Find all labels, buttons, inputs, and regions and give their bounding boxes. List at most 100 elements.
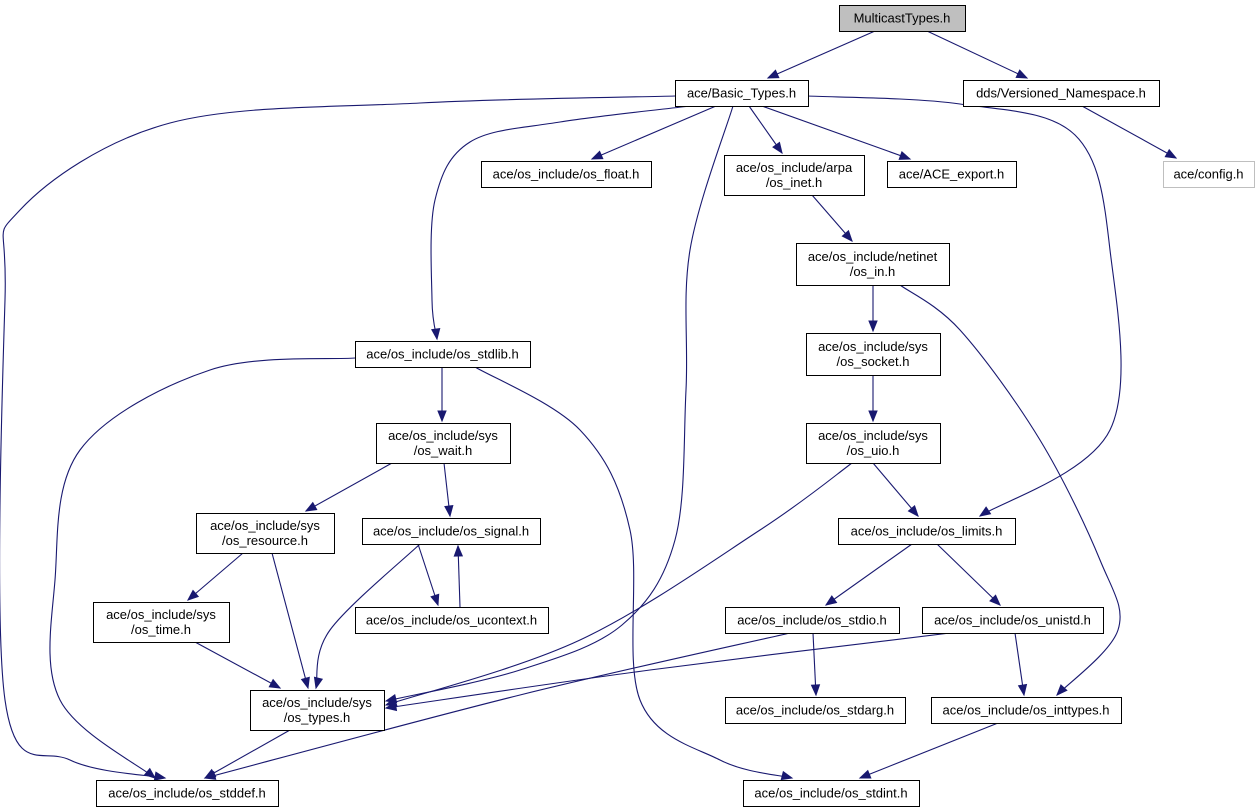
node-box <box>806 333 941 376</box>
edge-line <box>926 30 1028 79</box>
edge-line <box>194 641 281 689</box>
node-versioned-namespace[interactable]: dds/Versioned_Namespace.h <box>963 80 1160 107</box>
edge-line <box>271 552 309 689</box>
node-label: /os_in.h <box>850 264 896 279</box>
node-os-ucontext[interactable]: ace/os_include/os_ucontext.h <box>355 607 549 634</box>
node-label: /os_types.h <box>284 710 351 725</box>
node-box <box>725 697 906 724</box>
edge-arrowhead <box>590 150 604 160</box>
node-label: /os_resource.h <box>222 533 308 548</box>
edge-line <box>899 284 1121 696</box>
node-sys-os-types[interactable]: ace/os_include/sys/os_types.h <box>250 690 385 731</box>
graph-edges <box>0 30 1178 781</box>
node-box <box>355 607 549 634</box>
edge-line <box>1081 105 1177 159</box>
edge-sys-os-uio-to-sys-os-types <box>384 462 853 707</box>
node-arpa-os-inet[interactable]: ace/os_include/arpa/os_inet.h <box>724 155 865 196</box>
node-sys-os-time[interactable]: ace/os_include/sys/os_time.h <box>93 602 230 643</box>
node-os-stddef[interactable]: ace/os_include/os_stddef.h <box>96 780 279 807</box>
node-os-float[interactable]: ace/os_include/os_float.h <box>481 161 652 188</box>
edge-os-ucontext-to-os-signal <box>453 544 464 608</box>
node-os-stdio[interactable]: ace/os_include/os_stdio.h <box>725 607 900 634</box>
node-label: ace/os_include/os_signal.h <box>373 524 529 539</box>
node-label: /os_uio.h <box>847 443 900 458</box>
edge-arrowhead <box>1056 684 1068 696</box>
edge-arrowhead <box>153 771 167 781</box>
node-label: ace/os_include/os_unistd.h <box>934 613 1091 628</box>
edge-line <box>761 105 911 160</box>
node-label: ace/config.h <box>1173 167 1243 182</box>
edge-line <box>807 95 1122 517</box>
node-box <box>839 5 966 32</box>
node-os-stdarg[interactable]: ace/os_include/os_stdarg.h <box>725 697 906 724</box>
edge-arrowhead <box>431 328 441 341</box>
edge-os-stdio-to-os-stdarg <box>810 632 821 697</box>
edge-arrowhead <box>186 589 200 601</box>
node-box <box>250 690 385 731</box>
edge-arrowhead <box>304 501 318 512</box>
node-box <box>376 423 511 464</box>
node-sys-os-wait[interactable]: ace/os_include/sys/os_wait.h <box>376 423 511 464</box>
edge-sys-os-resource-to-sys-os-types <box>271 552 310 690</box>
node-box <box>96 780 279 807</box>
edge-arrowhead <box>810 684 821 697</box>
edge-line <box>385 462 853 706</box>
edge-multicast-types-to-basic-types <box>766 30 876 79</box>
edge-line <box>825 543 913 606</box>
node-os-limits[interactable]: ace/os_include/os_limits.h <box>838 518 1016 545</box>
node-label: /os_time.h <box>131 622 191 637</box>
node-label: ace/ACE_export.h <box>899 167 1005 182</box>
node-sys-os-uio[interactable]: ace/os_include/sys/os_uio.h <box>806 423 941 464</box>
edge-arrowhead <box>766 69 780 79</box>
edge-arrowhead <box>268 678 282 689</box>
node-os-stdint[interactable]: ace/os_include/os_stdint.h <box>743 780 920 807</box>
edge-os-signal-to-os-ucontext <box>417 543 440 607</box>
node-label: ace/os_include/os_limits.h <box>851 524 1003 539</box>
edge-arrowhead <box>453 544 464 557</box>
edge-basic-types-to-os-stddef <box>0 95 676 781</box>
node-label: ace/os_include/os_stdint.h <box>754 786 907 801</box>
node-label: /os_socket.h <box>837 354 910 369</box>
node-box <box>922 607 1104 634</box>
node-box <box>743 780 920 807</box>
edge-netinet-os-in-to-os-inttypes <box>899 284 1121 696</box>
edge-line <box>872 462 919 517</box>
edge-os-stdlib-to-os-stddef <box>49 357 356 779</box>
node-sys-os-resource[interactable]: ace/os_include/sys/os_resource.h <box>196 513 335 554</box>
node-os-signal[interactable]: ace/os_include/os_signal.h <box>362 518 541 545</box>
node-os-stdlib[interactable]: ace/os_include/os_stdlib.h <box>355 341 531 368</box>
node-box <box>931 697 1122 724</box>
edge-arrowhead <box>989 594 1001 606</box>
node-box <box>806 423 941 464</box>
node-label: ace/os_include/os_stdio.h <box>737 613 887 628</box>
node-box <box>362 518 541 545</box>
node-basic-types[interactable]: ace/Basic_Types.h <box>675 80 809 107</box>
node-box <box>355 341 531 368</box>
node-os-unistd[interactable]: ace/os_include/os_unistd.h <box>922 607 1104 634</box>
node-label: ace/os_include/sys <box>818 428 928 443</box>
edge-line <box>204 632 791 779</box>
edge-arrowhead <box>868 320 878 333</box>
edge-arrowhead <box>824 595 838 606</box>
edge-sys-os-types-to-os-stddef <box>203 729 291 779</box>
node-ace-export[interactable]: ace/ACE_export.h <box>887 161 1017 188</box>
edge-os-limits-to-os-stdio <box>824 543 913 606</box>
node-label: ace/os_include/os_stdarg.h <box>736 703 894 718</box>
node-box <box>963 80 1160 107</box>
node-label: ace/os_include/sys <box>388 428 498 443</box>
edge-line <box>417 543 439 606</box>
node-config[interactable]: ace/config.h <box>1163 161 1255 188</box>
node-label: ace/os_include/sys <box>262 695 372 710</box>
edge-arrowhead <box>300 676 310 690</box>
edge-sys-os-socket-to-sys-os-uio <box>868 375 878 423</box>
graph-nodes: MulticastTypes.h ace/Basic_Types.h dds/Ver… <box>93 5 1255 807</box>
edge-line <box>305 462 393 512</box>
node-os-inttypes[interactable]: ace/os_include/os_inttypes.h <box>931 697 1122 724</box>
node-label: ace/os_include/os_stdlib.h <box>366 347 519 362</box>
node-netinet-os-in[interactable]: ace/os_include/netinet/os_in.h <box>796 243 950 286</box>
edge-line <box>204 729 291 779</box>
node-multicast-types[interactable]: MulticastTypes.h <box>839 5 966 32</box>
node-sys-os-socket[interactable]: ace/os_include/sys/os_socket.h <box>806 333 941 376</box>
edge-basic-types-to-os-limits <box>807 95 1122 517</box>
edge-line <box>859 722 999 779</box>
